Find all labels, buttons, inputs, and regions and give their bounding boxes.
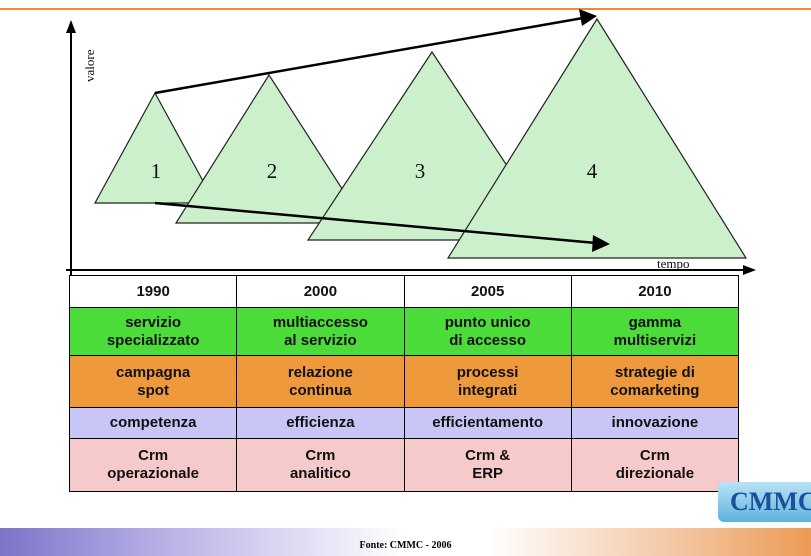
triangle-2 <box>174 73 366 224</box>
cell-text: operazionale <box>107 465 199 482</box>
table-cell: 2005 <box>403 275 572 308</box>
table-cell: efficienza <box>236 407 405 439</box>
cell-text: campagna <box>116 363 191 381</box>
cell-text: Crm <box>138 447 169 464</box>
cell-text: 2010 <box>638 282 672 300</box>
x-axis-label: tempo <box>657 256 690 271</box>
cell-text: gamma <box>628 313 682 331</box>
cell-text: Crm & <box>465 447 511 464</box>
cell-text: efficienza <box>286 414 355 431</box>
cell-text: competenza <box>109 414 197 431</box>
cell-text: efficientamento <box>432 414 544 431</box>
triangle-label-1: 1 <box>151 159 162 183</box>
cell-text: analitico <box>289 465 351 482</box>
triangle-4 <box>446 17 748 259</box>
y-axis-label: valore <box>82 49 97 82</box>
cell-text: relazione <box>287 363 353 381</box>
cell-text: al servizio <box>284 331 357 349</box>
cell-text: 1990 <box>136 282 170 300</box>
table-row-lav: competenza efficienza efficientamento innov… <box>68 407 740 439</box>
triangle-label-4: 4 <box>587 159 598 183</box>
cell-text: servizio <box>125 313 182 331</box>
upper-trend-arrow <box>154 16 584 95</box>
table-cell: Crm &ERP <box>403 438 572 492</box>
cell-text: integrati <box>458 381 518 399</box>
lower-trend-arrowhead <box>592 235 610 252</box>
cell-text: comarketing <box>610 381 700 399</box>
upper-trend-arrowhead <box>579 9 597 26</box>
cell-text: di accesso <box>449 331 526 349</box>
y-axis-arrowhead <box>66 20 76 33</box>
cell-text: Crm <box>639 447 670 464</box>
table-cell: competenza <box>68 407 238 439</box>
cell-text: strategie di <box>614 363 695 381</box>
triangle-label-3: 3 <box>415 159 426 183</box>
cell-text: 2005 <box>470 282 505 300</box>
cell-text: ERP <box>472 465 504 482</box>
table-cell: 2010 <box>570 275 740 308</box>
table-cell: 1990 <box>68 275 238 308</box>
cell-text: Crm <box>305 447 336 464</box>
cell-text: multiservizi <box>613 331 697 349</box>
cell-text: innovazione <box>611 414 699 431</box>
x-axis-arrowhead <box>743 265 756 275</box>
source-note: Fonte: CMMC - 2006 <box>359 540 452 551</box>
triangle-label-2: 2 <box>267 159 278 183</box>
table-row-year: 1990 2000 2005 2010 <box>68 275 740 308</box>
cell-text: specializzato <box>106 331 200 349</box>
cmmc-logo: CMMC <box>718 482 811 522</box>
lower-trend-arrow <box>154 201 597 245</box>
cell-text: multiaccesso <box>272 313 368 331</box>
triangle-1 <box>93 91 217 204</box>
table-cell: efficientamento <box>403 407 572 439</box>
cell-text: continua <box>289 381 352 399</box>
cell-text: direzionale <box>615 465 695 482</box>
table-cell: innovazione <box>570 407 740 439</box>
cell-text: spot <box>137 381 169 399</box>
cell-text: processi <box>456 363 519 381</box>
table-cell: 2000 <box>236 275 405 308</box>
footer-band <box>0 528 811 556</box>
cell-text: 2000 <box>303 282 338 300</box>
cell-text: punto unico <box>444 313 531 331</box>
